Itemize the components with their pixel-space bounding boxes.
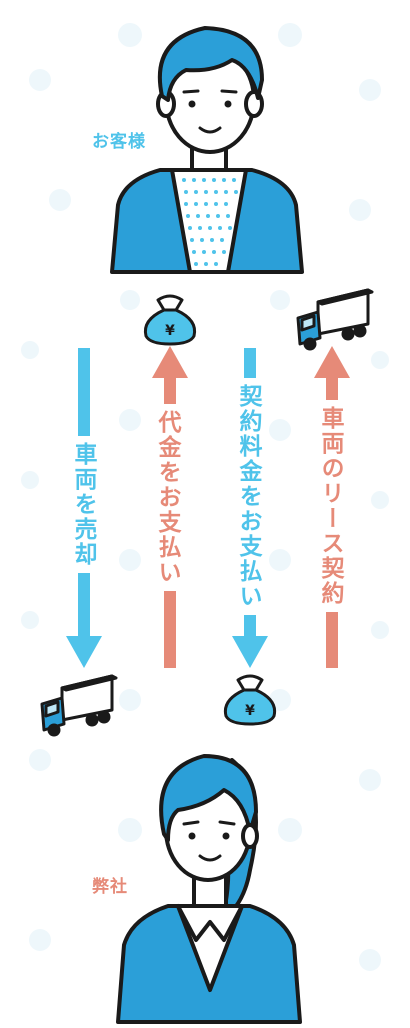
company-label: 弊社: [92, 877, 128, 897]
yen-symbol: ¥: [165, 323, 175, 339]
flow-label-sell-vehicle: 車両を売却: [70, 436, 96, 573]
flow-label-pay-price: 代金をお支払い: [154, 404, 180, 591]
truck-icon: [40, 674, 118, 737]
flow-label-lease-contract: 車両のリース契約: [317, 400, 343, 612]
yen-symbol: ¥: [245, 703, 255, 719]
customer-label: お客様: [92, 132, 146, 152]
money-bag-icon: ¥: [143, 294, 197, 346]
shirt-pattern: [182, 178, 238, 266]
money-bag-icon: ¥: [223, 674, 277, 726]
company-illustration: [116, 754, 302, 1024]
truck-icon: [296, 288, 374, 351]
flow-label-pay-contract-fee: 契約料金をお支払い: [235, 378, 261, 615]
customer-illustration: [110, 26, 304, 274]
